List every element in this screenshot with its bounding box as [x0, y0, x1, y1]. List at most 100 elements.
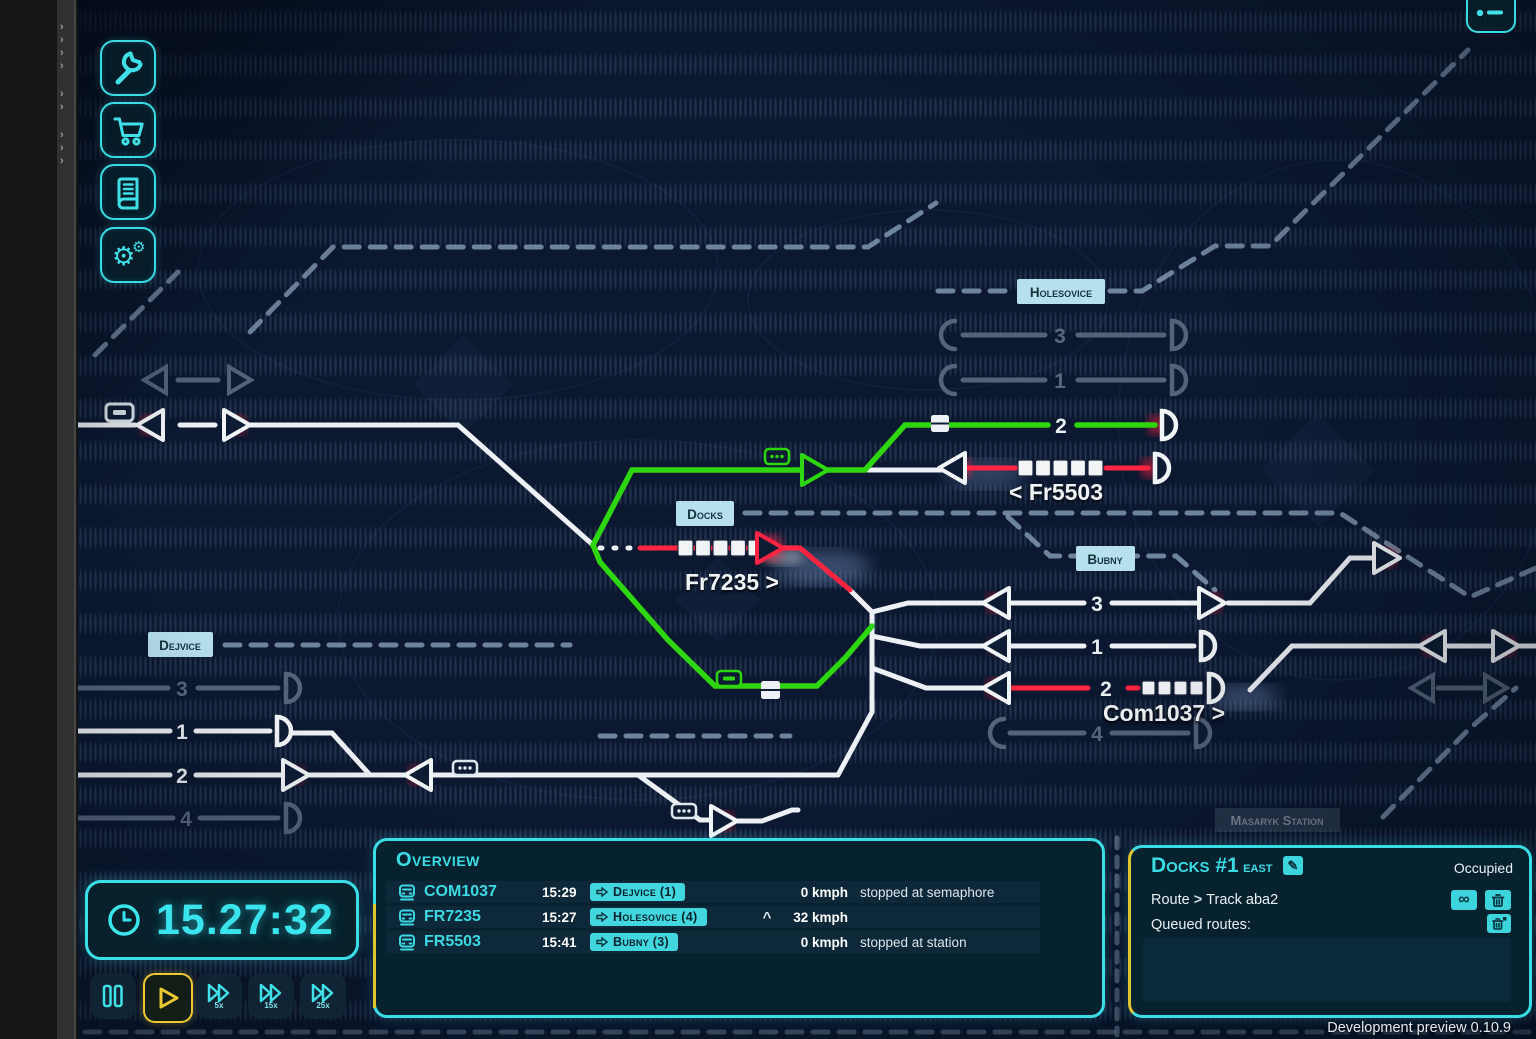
train-speed: 32 kmph: [793, 909, 848, 925]
speed-5x-button[interactable]: 5x: [196, 973, 242, 1019]
track-number: 1: [176, 721, 188, 744]
track-number: 1: [1091, 636, 1103, 659]
track-detail-panel: Docks #1 east ✎ Occupied Route>Track aba…: [1128, 845, 1532, 1018]
route-line: Route>Track aba2: [1151, 892, 1278, 908]
train-fr5503[interactable]: [1017, 459, 1104, 477]
train-row-fr7235[interactable]: FR7235 15:27 Holesovice (4) ^ 32 kmph: [386, 906, 1040, 928]
fast-forward-icon: [207, 983, 230, 1002]
speed-15x-button[interactable]: 15x: [248, 973, 294, 1019]
bar-sensor-green: [715, 669, 743, 688]
train-speed: 0 kmph: [800, 884, 848, 900]
book-icon: [117, 177, 139, 210]
track-number: 3: [1091, 593, 1103, 616]
chevron-right-icon[interactable]: ›: [60, 101, 64, 113]
arrow-right-icon: [596, 936, 608, 947]
speed-label: 15x: [264, 1000, 278, 1010]
svg-text:Masaryk Station: Masaryk Station: [1231, 813, 1324, 828]
svg-text:⚙: ⚙: [132, 239, 145, 256]
chevron-right-icon[interactable]: ›: [60, 88, 64, 100]
arrow-right-icon: [596, 886, 608, 897]
train-speed: 0 kmph: [800, 934, 848, 950]
destination-badge[interactable]: Dejvice (1): [590, 883, 686, 901]
chevron-right-icon[interactable]: ›: [60, 34, 64, 46]
destination-label: Holesovice (4): [613, 909, 698, 924]
train-icon: [399, 909, 415, 925]
chevron-right-icon[interactable]: ›: [60, 155, 64, 167]
train-time: 15:41: [542, 934, 577, 950]
train-fr7235[interactable]: [677, 539, 764, 557]
svg-text:Bubny: Bubny: [1087, 552, 1122, 567]
pause-button[interactable]: [90, 973, 136, 1019]
track-number: 2: [1100, 678, 1112, 701]
chevron-right-icon[interactable]: ›: [60, 142, 64, 154]
train-time: 15:29: [542, 884, 577, 900]
train-id: FR7235: [424, 908, 481, 925]
track-numbers: 3 1 2 3 1 2 4 3 1 2 4: [176, 325, 1112, 831]
build-tools-button[interactable]: [100, 40, 156, 96]
train-row-fr5503[interactable]: FR5503 15:41 Bubny (3) 0 kmph stopped at…: [386, 931, 1040, 953]
manual-button[interactable]: [100, 164, 156, 220]
svg-text:⚙: ⚙: [112, 241, 135, 271]
chevron-right-icon: >: [1193, 892, 1203, 908]
chevron-right-icon[interactable]: ›: [60, 21, 64, 33]
chevron-right-icon[interactable]: ›: [60, 60, 64, 72]
destination-label: Bubny (3): [613, 934, 669, 949]
occupancy-status: Occupied: [1453, 860, 1513, 876]
track-direction: east: [1243, 859, 1273, 876]
speed-25x-button[interactable]: 25x: [300, 973, 346, 1019]
dots-sensor: [451, 759, 479, 777]
track-number: 4: [180, 808, 192, 831]
svg-text:Holesovice: Holesovice: [1030, 285, 1092, 300]
speed-label: 5x: [214, 1000, 224, 1010]
repeat-route-button[interactable]: ∞: [1451, 890, 1477, 910]
insulation-block: [931, 415, 949, 432]
station-label-docks: Docks: [676, 501, 734, 526]
version-label: Development preview 0.10.9: [1327, 1020, 1511, 1036]
queued-routes-label: Queued routes:: [1151, 917, 1251, 933]
station-label-dejvice: Dejvice: [148, 632, 213, 657]
cart-icon: [113, 117, 144, 146]
route-list-button[interactable]: [1466, 0, 1516, 33]
shop-button[interactable]: [100, 102, 156, 158]
track-number: 3: [176, 678, 188, 701]
svg-text:Dejvice: Dejvice: [159, 638, 201, 653]
station-label-masaryk: Masaryk Station: [1215, 808, 1340, 832]
dots-sensor: [670, 802, 698, 820]
train-row-com1037[interactable]: COM1037 15:29 Dejvice (1) 0 kmph stopped…: [386, 881, 1040, 903]
play-button[interactable]: [143, 973, 193, 1023]
game-clock[interactable]: 15.27:32: [85, 880, 359, 960]
panel-accent-edge: [373, 903, 376, 1009]
train-status: stopped at semaphore: [860, 884, 995, 900]
station-label-bubny: Bubny: [1076, 546, 1135, 571]
train-status: stopped at station: [860, 934, 967, 950]
destination-badge[interactable]: Holesovice (4): [590, 908, 707, 926]
collapsed-side-panel[interactable]: › › › › › › › › ›: [57, 0, 76, 1039]
train-com1037[interactable]: [1141, 680, 1204, 696]
queued-routes-list[interactable]: [1143, 938, 1511, 1002]
insulation-block: [761, 681, 780, 699]
train-label-fr5503: < Fr5503: [1009, 479, 1103, 505]
svg-text:Docks: Docks: [687, 507, 723, 522]
destination-badge[interactable]: Bubny (3): [590, 933, 678, 951]
track-number: 4: [1091, 723, 1103, 746]
accel-indicator: ^: [762, 908, 772, 926]
overview-panel: Overview COM1037 15:29 Dejvice (1): [373, 838, 1105, 1018]
left-window-rail: › › › › › › › › ›: [0, 0, 78, 1039]
train-icon: [399, 934, 415, 950]
chevron-right-icon[interactable]: ›: [60, 129, 64, 141]
delete-route-button[interactable]: [1485, 890, 1511, 910]
settings-button[interactable]: ⚙ ⚙: [100, 227, 156, 283]
train-label-com1037: Com1037 >: [1103, 700, 1225, 726]
overview-train-list: COM1037 15:29 Dejvice (1) 0 kmph stopped…: [386, 881, 1040, 956]
track-number: 3: [1054, 325, 1066, 348]
edit-icon[interactable]: ✎: [1282, 856, 1303, 875]
train-label-fr7235: Fr7235 >: [685, 569, 779, 595]
route-list-icon: [1476, 9, 1503, 17]
train-time: 15:27: [542, 909, 577, 925]
clear-queue-button[interactable]: [1487, 914, 1511, 933]
train-icon: [399, 884, 415, 900]
fast-forward-icon: [259, 983, 282, 1002]
clock-time: 15.27:32: [156, 895, 334, 944]
chevron-right-icon[interactable]: ›: [60, 47, 64, 59]
